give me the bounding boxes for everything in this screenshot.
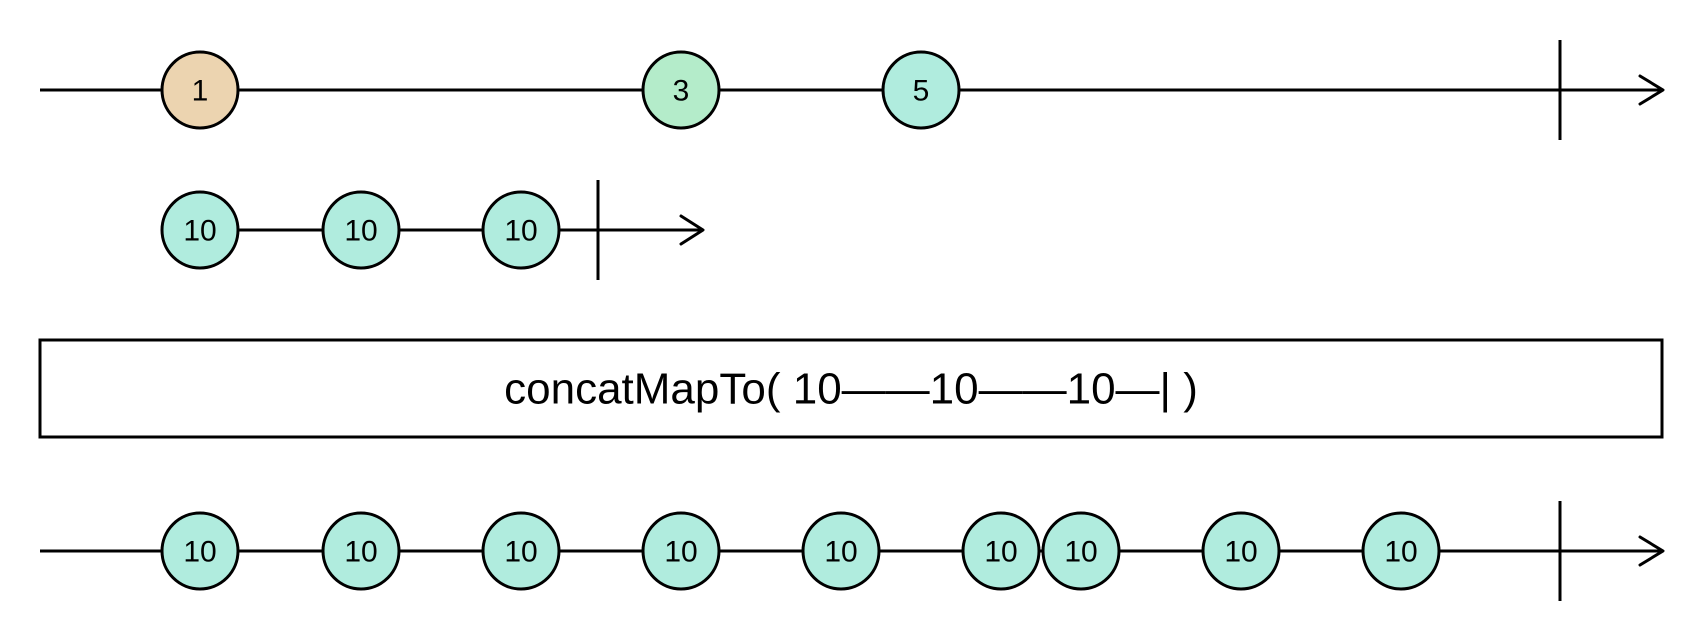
source-timeline-arrow bbox=[1638, 74, 1665, 106]
output-marble: 10 bbox=[1361, 511, 1441, 591]
marble-label: 10 bbox=[183, 215, 216, 248]
marble-circle bbox=[641, 511, 721, 591]
operator-box bbox=[38, 338, 1664, 439]
marble-label: 10 bbox=[1224, 536, 1257, 569]
marble-label: 10 bbox=[183, 536, 216, 569]
marble-circle bbox=[160, 511, 240, 591]
output-marble: 10 bbox=[801, 511, 881, 591]
output-marble: 10 bbox=[481, 511, 561, 591]
marble-circle bbox=[321, 190, 401, 270]
output-marble: 10 bbox=[321, 511, 401, 591]
marble-circle bbox=[481, 190, 561, 270]
marble-circle bbox=[321, 511, 401, 591]
marble-label: 10 bbox=[984, 536, 1017, 569]
marble-circle bbox=[160, 190, 240, 270]
marble-label: 10 bbox=[1384, 536, 1417, 569]
marble-circle bbox=[961, 511, 1041, 591]
source-marble: 5 bbox=[881, 50, 961, 130]
marble-label: 10 bbox=[504, 536, 537, 569]
marble-circle bbox=[1201, 511, 1281, 591]
marble-label: 10 bbox=[1064, 536, 1097, 569]
output-marble: 10 bbox=[1201, 511, 1281, 591]
source-marble: 1 bbox=[160, 50, 240, 130]
marble-label: 10 bbox=[344, 215, 377, 248]
marble-label: 10 bbox=[344, 536, 377, 569]
marble-circle bbox=[881, 50, 961, 130]
output-marble: 10 bbox=[641, 511, 721, 591]
marble-label: 3 bbox=[673, 75, 690, 108]
marble-label: 1 bbox=[192, 75, 209, 108]
inner-marble: 10 bbox=[160, 190, 240, 270]
marble-circle bbox=[801, 511, 881, 591]
marble-circle bbox=[481, 511, 561, 591]
marble-label: 10 bbox=[504, 215, 537, 248]
marble-circle bbox=[1041, 511, 1121, 591]
output-marble: 10 bbox=[961, 511, 1041, 591]
operator-box-group: concatMapTo( 10——10——10—| ) bbox=[38, 338, 1664, 439]
output-timeline-arrow bbox=[1638, 535, 1665, 567]
output-marble: 10 bbox=[160, 511, 240, 591]
marble-label: 10 bbox=[664, 536, 697, 569]
source-timeline: 1 3 5 bbox=[40, 40, 1665, 140]
inner-timeline: 10 10 10 bbox=[160, 180, 705, 280]
marble-circle bbox=[641, 50, 721, 130]
source-marble: 3 bbox=[641, 50, 721, 130]
marble-label: 10 bbox=[824, 536, 857, 569]
marble-label: 5 bbox=[913, 75, 930, 108]
marble-circle bbox=[1361, 511, 1441, 591]
output-timeline: 10 10 10 10 10 10 10 10 10 bbox=[40, 501, 1665, 601]
marble-circle bbox=[160, 50, 240, 130]
inner-timeline-arrow bbox=[679, 214, 705, 246]
inner-marble: 10 bbox=[321, 190, 401, 270]
output-marble: 10 bbox=[1041, 511, 1121, 591]
operator-label: concatMapTo( 10——10——10—| ) bbox=[504, 365, 1198, 414]
inner-marble: 10 bbox=[481, 190, 561, 270]
